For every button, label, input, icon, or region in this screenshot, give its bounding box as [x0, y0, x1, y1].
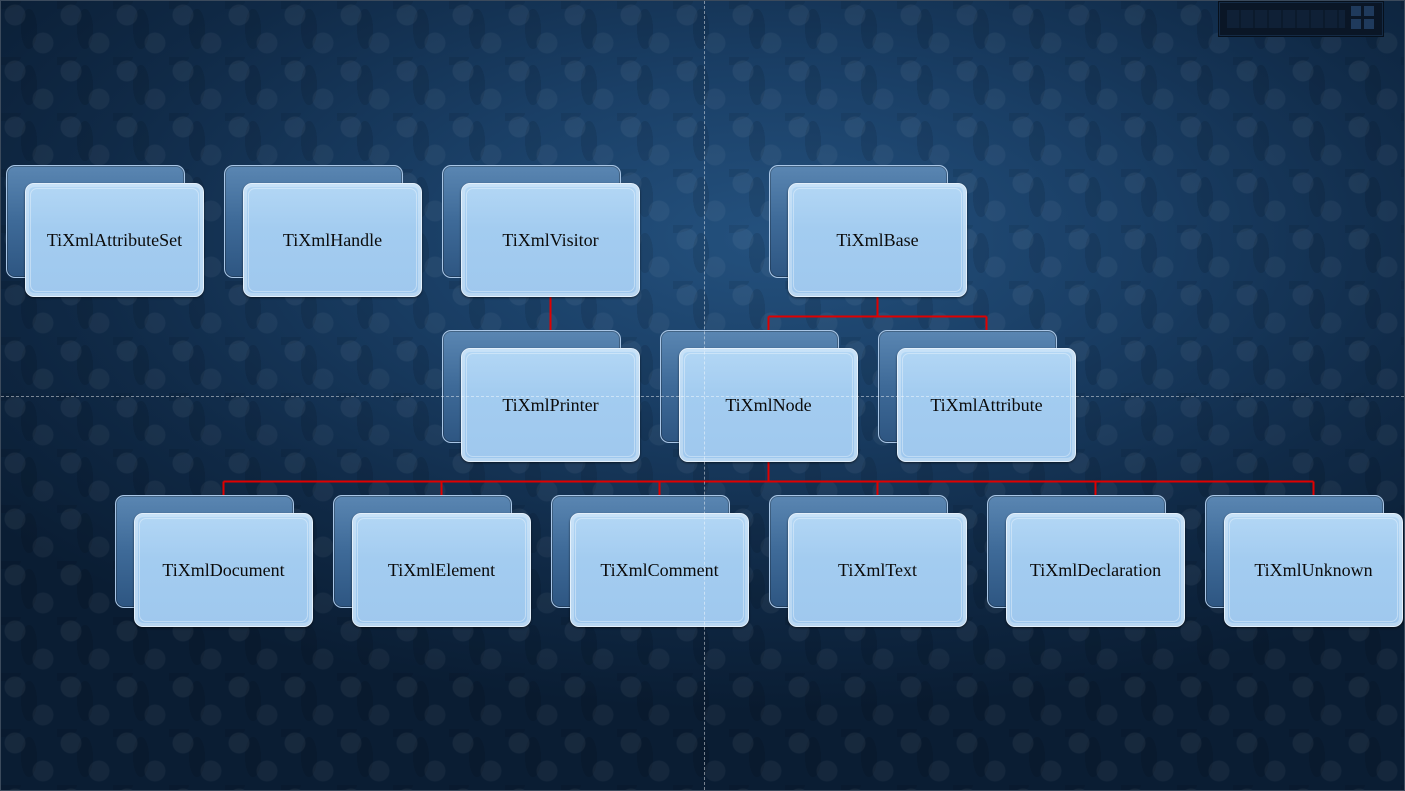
node-label: TiXmlAttribute: [930, 394, 1043, 415]
node-tixmltext[interactable]: TiXmlText: [769, 495, 967, 627]
node-label: TiXmlElement: [387, 559, 496, 580]
node-label: TiXmlDeclaration: [1029, 559, 1162, 580]
node-tixmlprinter[interactable]: TiXmlPrinter: [442, 330, 640, 462]
node-tixmlvisitor[interactable]: TiXmlVisitor: [442, 165, 640, 297]
node-tixmlattribute[interactable]: TiXmlAttribute: [878, 330, 1076, 462]
node-label: TiXmlVisitor: [502, 229, 599, 250]
node-label: TiXmlComment: [600, 559, 719, 580]
node-tixmlnode[interactable]: TiXmlNode: [660, 330, 858, 462]
toolbar-strip[interactable]: [1227, 10, 1345, 28]
node-tixmldocument[interactable]: TiXmlDocument: [115, 495, 313, 627]
node-label: TiXmlNode: [725, 394, 812, 415]
horizontal-guide-line: [1, 396, 1404, 397]
node-label: TiXmlUnknown: [1254, 559, 1373, 580]
node-label: TiXmlText: [837, 559, 918, 580]
node-tixmlcomment[interactable]: TiXmlComment: [551, 495, 749, 627]
node-tixmlunknown[interactable]: TiXmlUnknown: [1205, 495, 1403, 627]
node-tixmldeclaration[interactable]: TiXmlDeclaration: [987, 495, 1185, 627]
node-tixmlhandle[interactable]: TiXmlHandle: [224, 165, 422, 297]
node-tixmlattributeset[interactable]: TiXmlAttributeSet: [6, 165, 204, 297]
node-label: TiXmlAttributeSet: [46, 229, 183, 250]
slide-toolbar: [1218, 1, 1384, 37]
vertical-guide-line: [704, 1, 705, 790]
node-label: TiXmlPrinter: [502, 394, 599, 415]
node-label: TiXmlHandle: [282, 229, 383, 250]
node-label: TiXmlDocument: [162, 559, 285, 580]
grid-view-icon[interactable]: [1351, 6, 1375, 30]
node-tixmlelement[interactable]: TiXmlElement: [333, 495, 531, 627]
node-tixmlbase[interactable]: TiXmlBase: [769, 165, 967, 297]
node-label: TiXmlBase: [836, 229, 919, 250]
